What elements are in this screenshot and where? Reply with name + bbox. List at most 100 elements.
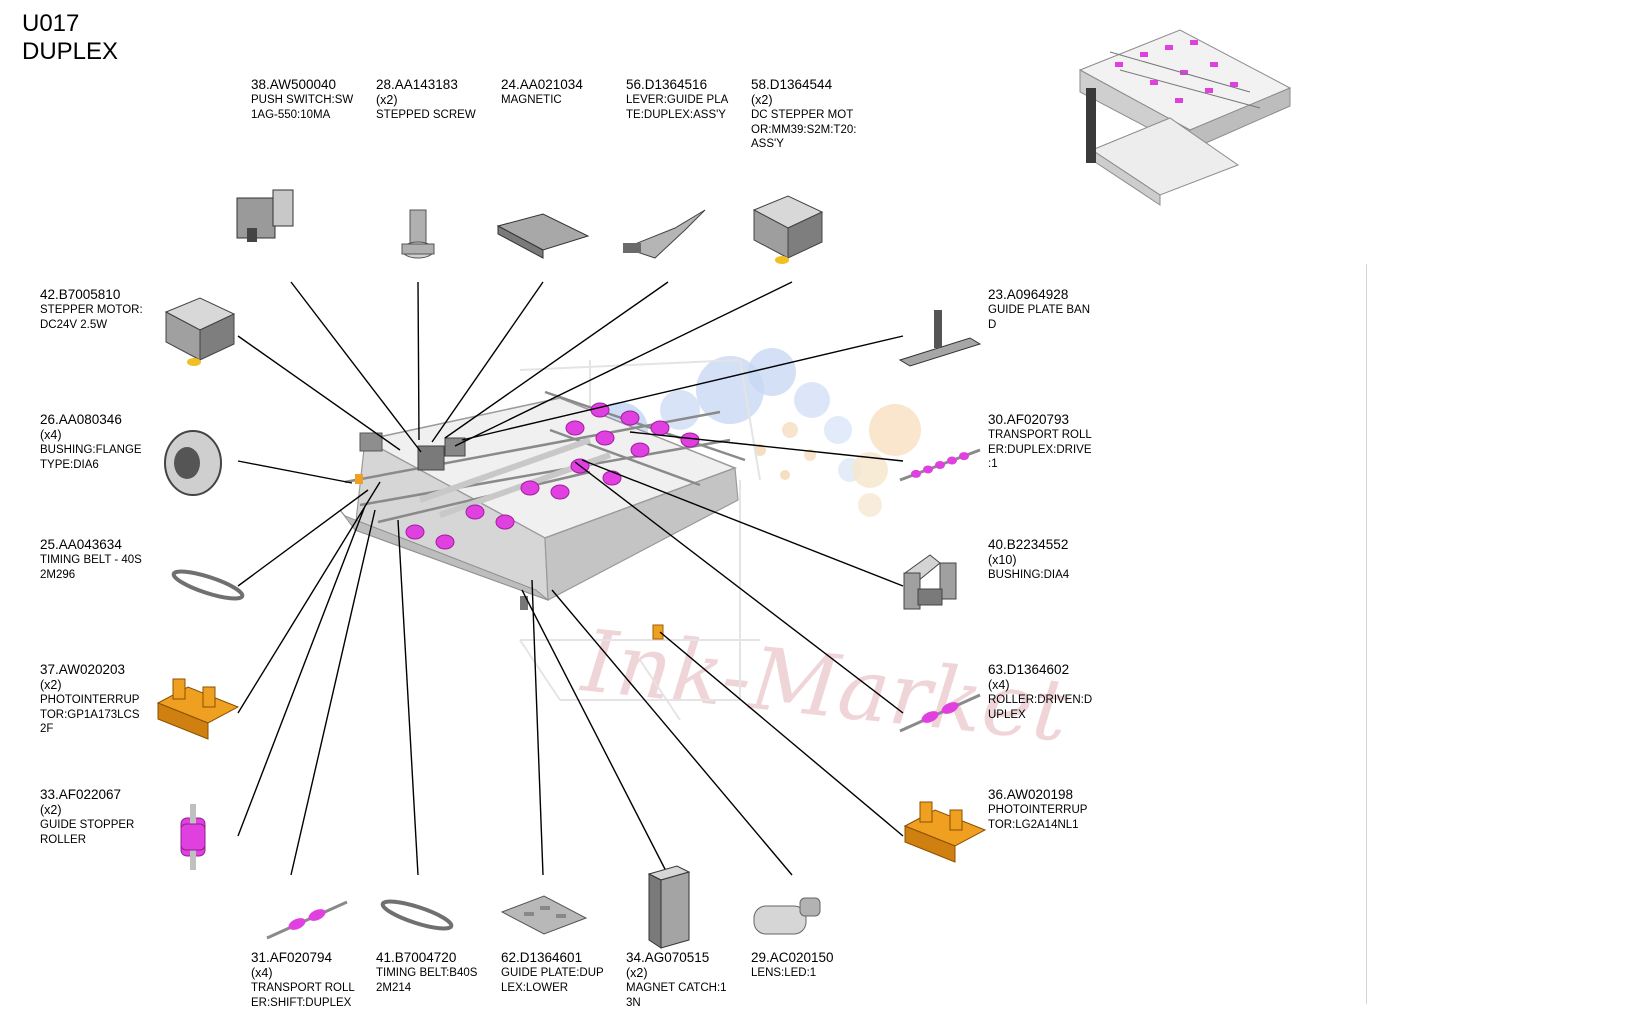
part-description: LEVER:GUIDE PLA TE:DUPLEX:ASS'Y [626, 94, 729, 121]
leader-line-p23 [461, 335, 904, 441]
part-quantity: (x10) [988, 553, 1017, 567]
part-description: TIMING BELT:B40S 2M214 [376, 967, 478, 994]
part-description: GUIDE PLATE BAN D [988, 304, 1091, 331]
leader-lines [237, 281, 904, 876]
leader-line-p41 [397, 519, 419, 876]
leader-line-p29 [551, 589, 793, 876]
part-quantity: (x4) [40, 428, 62, 442]
leader-line-p62 [531, 579, 544, 876]
stopper-roller-icon [180, 804, 206, 870]
part-number: 25.AA043634 [40, 537, 122, 552]
bushing-icon [903, 554, 957, 610]
part-description: PUSH SWITCH:SW 1AG-550:10MA [251, 94, 354, 121]
drive-roller-icon [899, 448, 981, 482]
divider-line [1366, 264, 1367, 1004]
leader-line-p36 [659, 631, 904, 837]
part-quantity: (x4) [251, 966, 273, 980]
part-label-p31: 31.AF020794(x4) TRANSPORT ROLL ER:SHIFT:D… [251, 950, 386, 1010]
part-description: STEPPED SCREW [376, 109, 476, 121]
part-quantity: (x2) [376, 93, 398, 107]
leader-line-p33 [237, 505, 366, 837]
part-description: MAGNET CATCH:1 3N [626, 982, 727, 1009]
leader-line-p37 [237, 481, 381, 714]
part-number: 63.D1364602 [988, 662, 1070, 677]
part-label-p40: 40.B2234552(x10)BUSHING:DIA4 [988, 537, 1123, 583]
led-lens-icon [753, 897, 821, 935]
photointerrupter-icon [156, 678, 240, 740]
part-description: TIMING BELT - 40S 2M296 [40, 554, 142, 581]
part-number: 40.B2234552 [988, 537, 1069, 552]
leader-line-p42 [237, 335, 401, 451]
part-label-p63: 63.D1364602(x4) ROLLER:DRIVEN:D UPLEX [988, 662, 1123, 722]
part-description: LENS:LED:1 [751, 967, 817, 979]
part-number: 31.AF020794 [251, 950, 333, 965]
part-number: 30.AF020793 [988, 412, 1070, 427]
part-description: GUIDE PLATE:DUP LEX:LOWER [501, 967, 604, 994]
part-number: 56.D1364516 [626, 77, 708, 92]
part-number: 23.A0964928 [988, 287, 1069, 302]
part-number: 38.AW500040 [251, 77, 337, 92]
part-label-p58: 58.D1364544(x2)DC STEPPER MOT OR:MM39:S2… [751, 77, 886, 152]
part-description: STEPPER MOTOR: DC24V 2.5W [40, 304, 143, 331]
part-description: ROLLER:DRIVEN:D UPLEX [988, 694, 1093, 721]
leader-line-p58 [454, 281, 793, 447]
photointerrupter-2-icon [903, 801, 987, 863]
part-number: 58.D1364544 [751, 77, 833, 92]
part-description: TRANSPORT ROLL ER:SHIFT:DUPLEX [251, 982, 355, 1009]
magnet-catch-icon [647, 865, 691, 949]
part-label-p34: 34.AG070515(x2) MAGNET CATCH:1 3N [626, 950, 761, 1010]
part-number: 36.AW020198 [988, 787, 1074, 802]
leader-line-p34 [521, 589, 669, 876]
part-number: 34.AG070515 [626, 950, 710, 965]
timing-belt-icon [171, 569, 245, 601]
part-icons [156, 189, 987, 949]
part-quantity: (x4) [988, 678, 1010, 692]
part-label-p28: 28.AA143183(x2)STEPPED SCREW [376, 77, 511, 123]
guide-band-icon [898, 310, 982, 367]
assembly-thumbnail [1078, 29, 1292, 206]
part-description: GUIDE STOPPER ROLLER [40, 819, 135, 846]
part-description: BUSHING:FLANGE TYPE:DIA6 [40, 444, 142, 471]
part-quantity: (x2) [626, 966, 648, 980]
stepped-screw-icon [401, 209, 435, 259]
part-number: 29.AC020150 [751, 950, 834, 965]
leader-line-p31 [290, 509, 376, 876]
diagram-title: DUPLEX [22, 38, 119, 65]
part-description: PHOTOINTERRUP TOR:LG2A14NL1 [988, 804, 1088, 831]
part-description: PHOTOINTERRUP TOR:GP1A173LCS 2F [40, 694, 140, 735]
leader-line-p24 [431, 281, 544, 443]
diagram-code: U017 [22, 10, 80, 37]
leader-line-p25 [237, 489, 369, 587]
shift-roller-icon [266, 900, 348, 940]
part-description: DC STEPPER MOT OR:MM39:S2M:T20: ASS'Y [751, 109, 857, 150]
leader-line-p40 [581, 459, 904, 587]
leader-line-p56 [444, 281, 669, 439]
part-quantity: (x2) [40, 803, 62, 817]
leader-line-p63 [574, 461, 904, 714]
timing-belt-small-icon [380, 899, 454, 931]
part-number: 26.AA080346 [40, 412, 122, 427]
leader-line-p30 [629, 431, 904, 462]
part-number: 33.AF022067 [40, 787, 122, 802]
part-number: 41.B7004720 [376, 950, 457, 965]
part-label-p26: 26.AA080346(x4) BUSHING:FLANGE TYPE:DIA6 [40, 412, 175, 472]
part-description: MAGNETIC [501, 94, 562, 106]
leader-line-p28 [417, 281, 420, 441]
part-label-p37: 37.AW020203(x2)PHOTOINTERRUP TOR:GP1A173… [40, 662, 175, 737]
part-number: 37.AW020203 [40, 662, 126, 677]
part-number: 42.B7005810 [40, 287, 121, 302]
dc-stepper-motor-icon [752, 195, 824, 264]
stepper-motor-icon [164, 297, 236, 366]
magnetic-plate-icon [496, 213, 590, 259]
push-switch-icon [236, 189, 294, 242]
